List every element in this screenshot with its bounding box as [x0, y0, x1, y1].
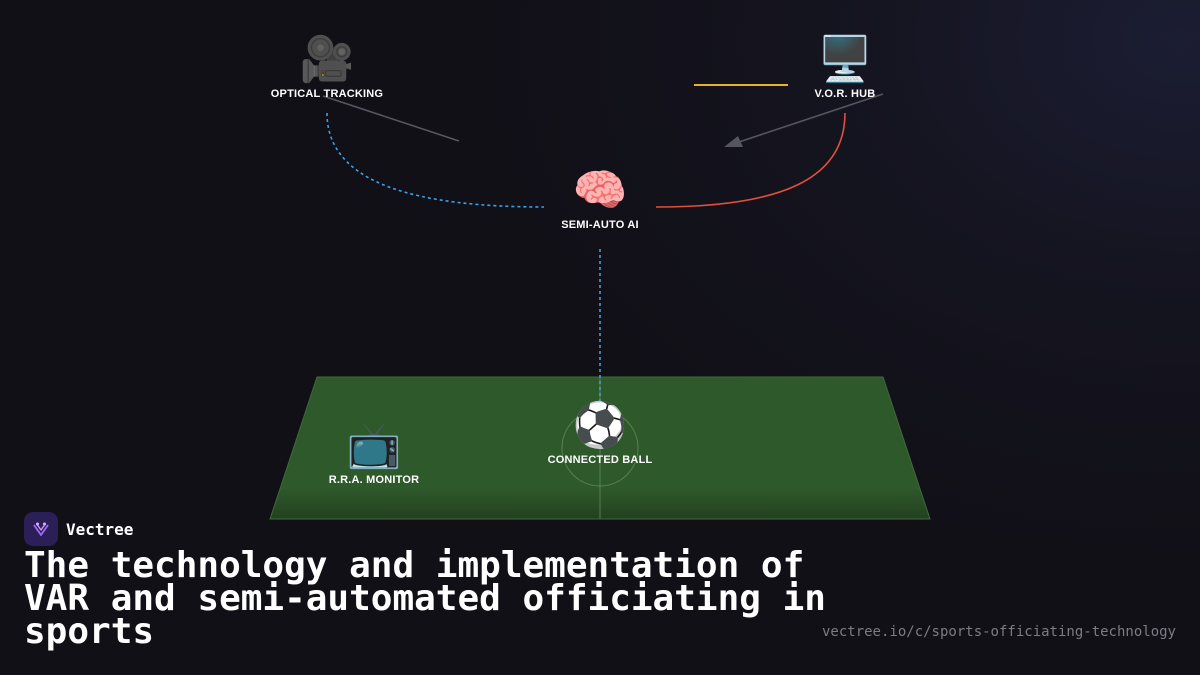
video-camera-icon: 🎥 — [299, 34, 355, 85]
hub-arrowhead — [724, 136, 743, 147]
source-url: vectree.io/c/sports-officiating-technolo… — [821, 624, 1176, 640]
brand: Vectree — [24, 512, 133, 546]
page-title: The technology and implementation of VAR… — [24, 545, 826, 652]
node-vor-hub: 🖥️ V.O.R. HUB — [765, 34, 925, 100]
node-label: V.O.R. HUB — [814, 88, 876, 100]
node-label: OPTICAL TRACKING — [270, 88, 384, 100]
pitch-center-circle — [561, 409, 639, 487]
node-rra-monitor: 📺 R.R.A. MONITOR — [294, 420, 454, 486]
node-connected-ball: ⚽ CONNECTED BALL — [520, 400, 680, 466]
node-optical-tracking: 🎥 OPTICAL TRACKING — [247, 34, 407, 100]
tracking-to-ai-link — [326, 112, 545, 208]
hub-to-ai-link — [655, 112, 846, 208]
vectree-logo-icon — [24, 512, 58, 546]
node-label: SEMI-AUTO AI — [561, 219, 639, 231]
brain-icon: 🧠 — [572, 165, 628, 216]
soccer-ball-icon: ⚽ — [572, 400, 628, 451]
desktop-computer-icon: 🖥️ — [817, 34, 873, 85]
node-semi-auto-ai: 🧠 SEMI-AUTO AI — [520, 165, 680, 231]
brand-name: Vectree — [66, 519, 134, 539]
tracking-arrow-line — [322, 95, 460, 142]
hub-arrow-line — [735, 93, 884, 144]
television-icon: 📺 — [346, 420, 402, 471]
node-label: R.R.A. MONITOR — [328, 474, 420, 486]
node-label: CONNECTED BALL — [547, 454, 653, 466]
